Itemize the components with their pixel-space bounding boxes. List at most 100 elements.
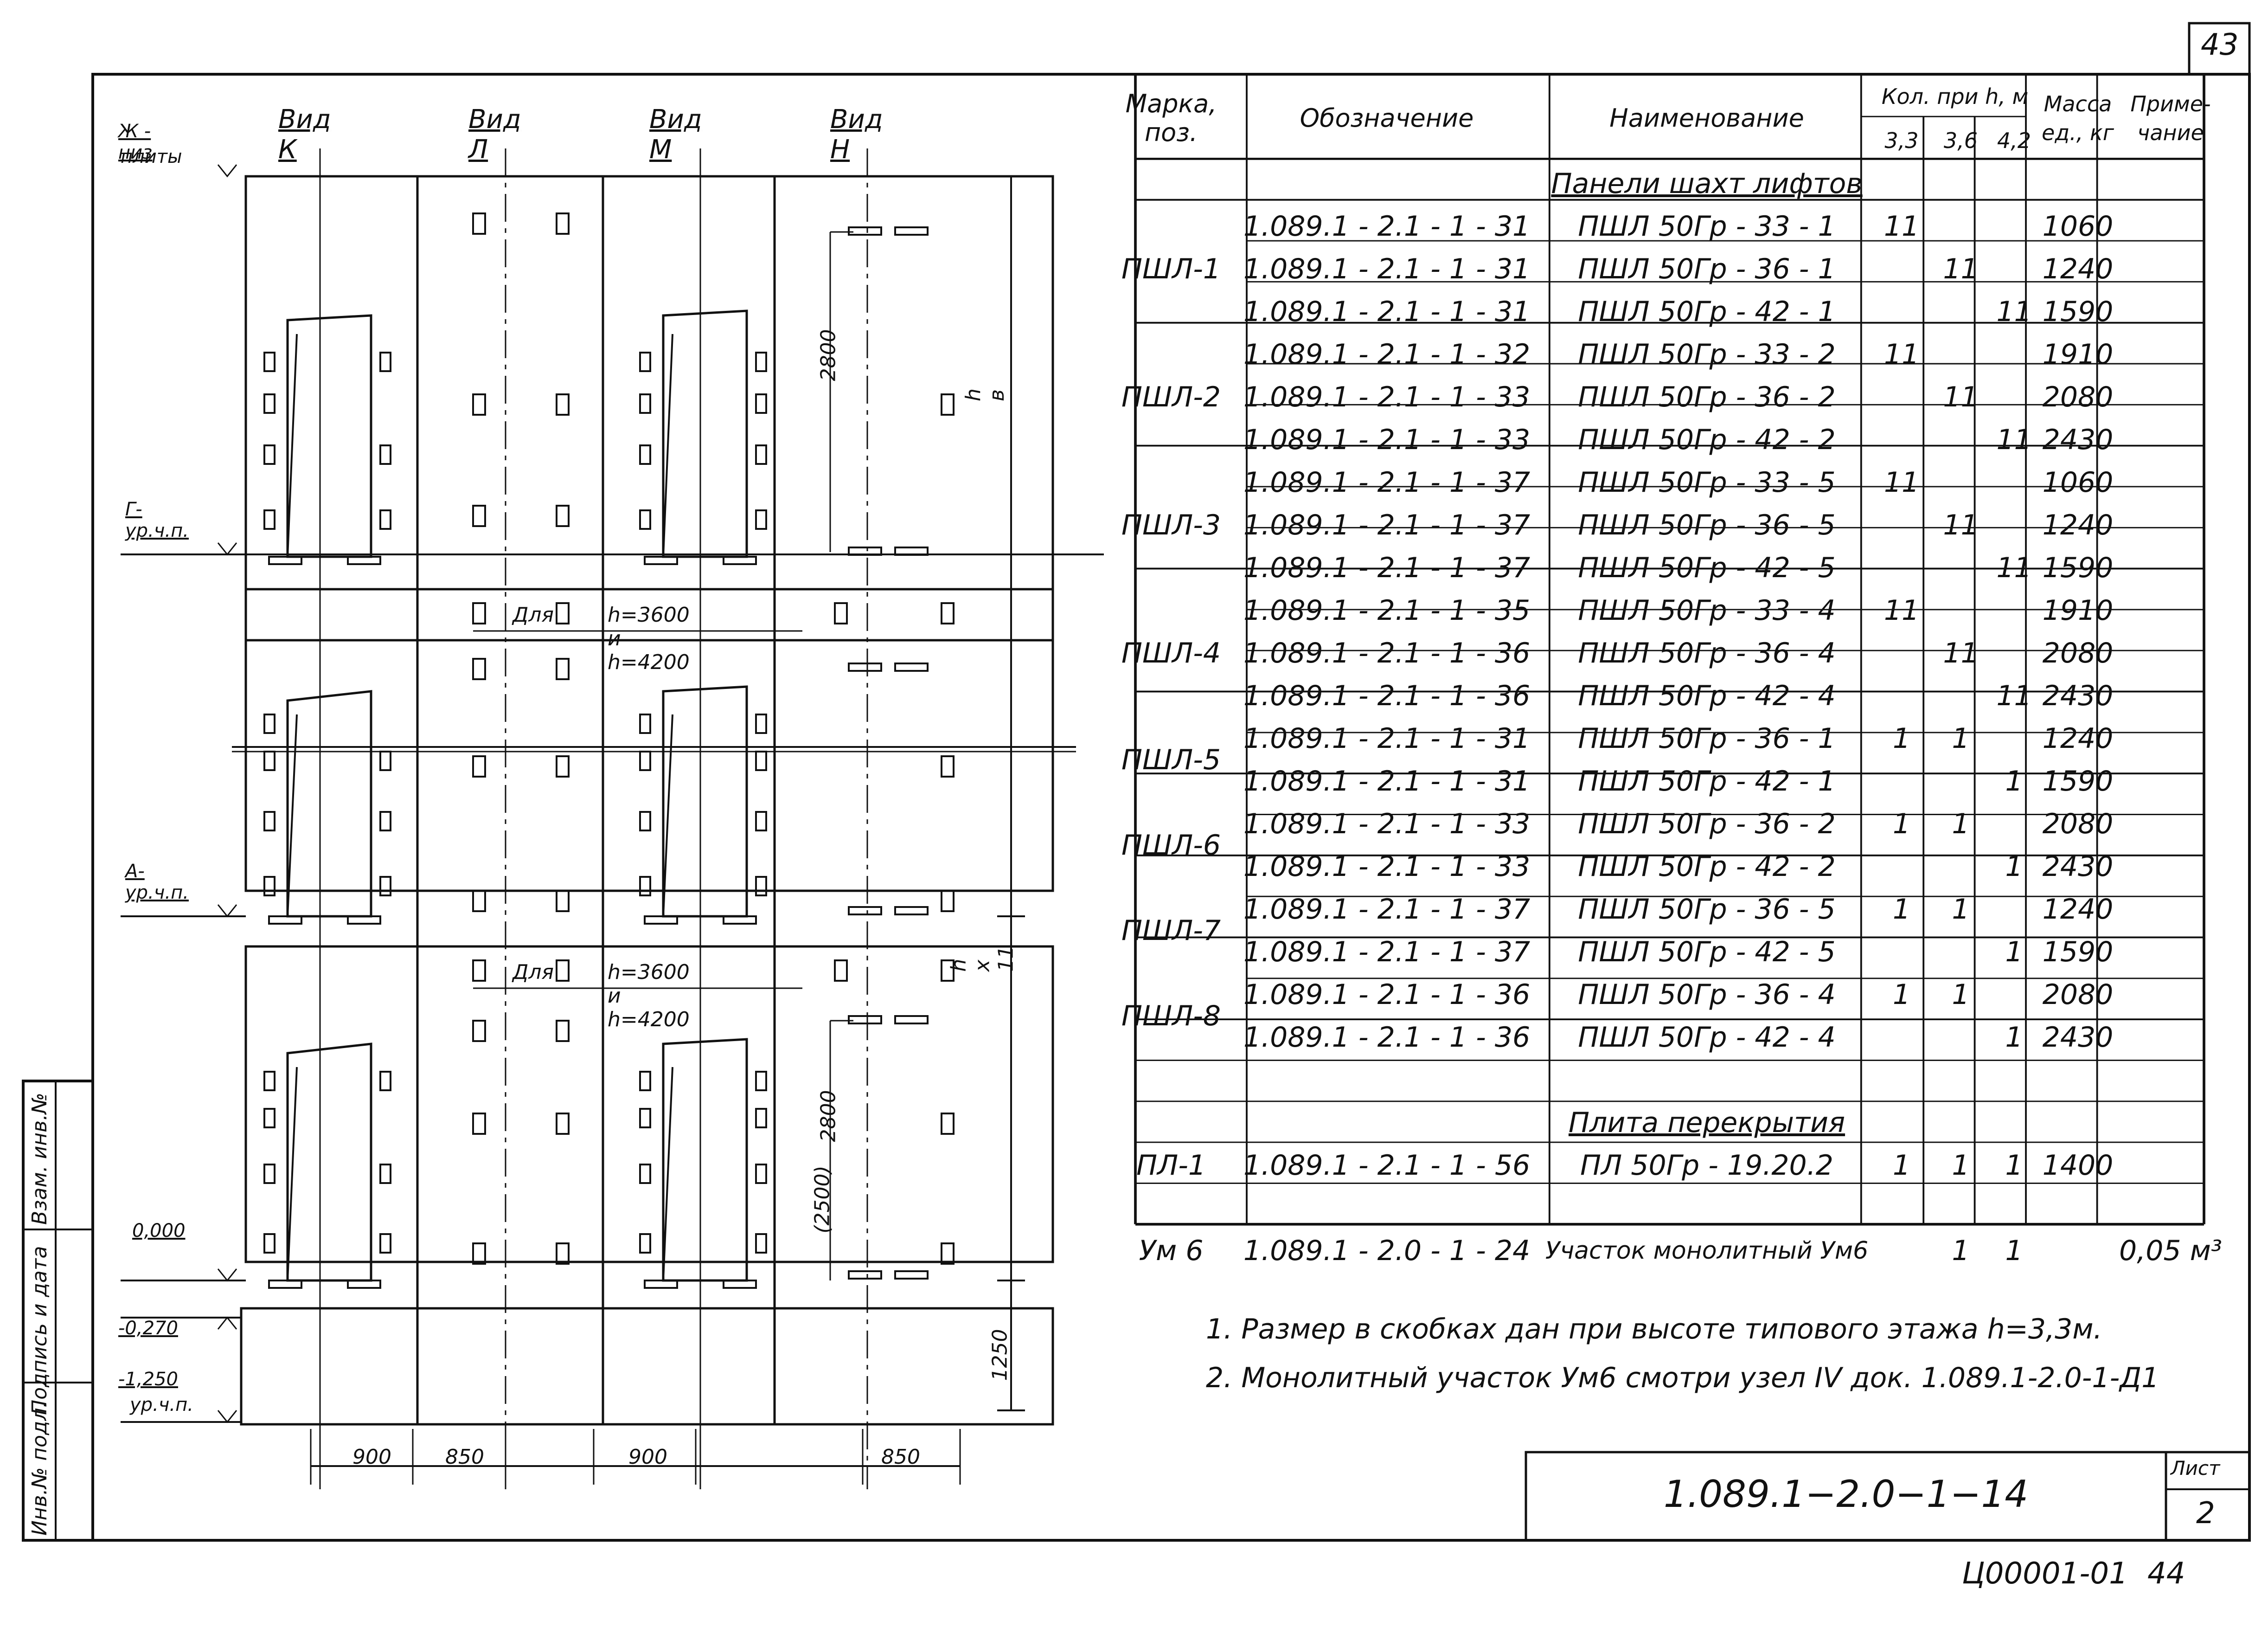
section-title-panels: Панели шахт лифтов	[1551, 167, 1863, 200]
dim-1250: 1250	[988, 1329, 1012, 1381]
row-qty-36: 1	[1952, 893, 1970, 926]
row-name: ПШЛ 50Гр - 33 - 2	[1578, 338, 1836, 371]
row-qty-33	[1869, 1016, 1934, 1059]
row-designation: 1.089.1 - 2.1 - 1 - 37	[1243, 893, 1531, 926]
row-name: ПШЛ 50Гр - 36 - 5	[1578, 509, 1836, 541]
dim-850-a: 850	[445, 1445, 484, 1469]
row-qty-33	[1869, 931, 1934, 973]
note-1: 1. Размер в скобках дан при высоте типов…	[1206, 1313, 2102, 1345]
group-mark: ПШЛ-5	[1121, 744, 1221, 776]
row-designation: 1.089.1 - 2.1 - 1 - 36	[1243, 1021, 1531, 1054]
header-mass: Масса ед., кг	[2042, 91, 2114, 145]
note-h-2: h=3600 и h=4200	[608, 960, 690, 1031]
row-qty-36	[1934, 418, 1987, 461]
elevation-views	[121, 148, 1104, 1489]
row-mass: 2430	[2042, 424, 2114, 456]
row-designation: 1.089.1 - 2.1 - 1 - 32	[1243, 338, 1531, 371]
note-dlya-2: Для	[513, 960, 554, 984]
footer-page: 44	[2147, 1557, 2185, 1591]
row-name: ПШЛ 50Гр - 42 - 4	[1578, 1021, 1836, 1054]
header-designation: Обозначение	[1300, 103, 1474, 133]
row-qty-36	[1934, 205, 1987, 248]
level-label-zero: 0,000	[132, 1220, 186, 1242]
pl-name: ПЛ 50Гр - 19.20.2	[1580, 1149, 1833, 1182]
row-name: ПШЛ 50Гр - 36 - 1	[1578, 722, 1836, 755]
row-qty-33: 11	[1884, 338, 1920, 371]
row-qty-42: 1	[2005, 850, 2023, 883]
row-qty-33: 1	[1892, 893, 1911, 926]
row-designation: 1.089.1 - 2.1 - 1 - 33	[1243, 424, 1531, 456]
row-name: ПШЛ 50Гр - 42 - 1	[1578, 765, 1836, 798]
row-mass: 1060	[2042, 466, 2114, 499]
row-name: ПШЛ 50Гр - 36 - 1	[1578, 253, 1836, 285]
dim-900-b: 900	[628, 1445, 667, 1469]
row-qty-33	[1869, 675, 1934, 717]
row-name: ПШЛ 50Гр - 42 - 5	[1578, 552, 1836, 584]
row-mass: 1240	[2042, 722, 2114, 755]
note-h-1: h=3600 и h=4200	[608, 603, 690, 674]
row-designation: 1.089.1 - 2.1 - 1 - 31	[1243, 765, 1531, 798]
row-qty-33: 1	[1892, 722, 1911, 755]
header-mark: Марка, поз.	[1125, 89, 1217, 147]
row-mass: 1910	[2042, 338, 2114, 371]
row-qty-33	[1869, 418, 1934, 461]
row-designation: 1.089.1 - 2.1 - 1 - 31	[1243, 253, 1531, 285]
note-2: 2. Монолитный участок Ум6 смотри узел IV…	[1206, 1362, 2159, 1394]
stamp-sheet-value: 2	[2196, 1496, 2215, 1531]
row-designation: 1.089.1 - 2.1 - 1 - 36	[1243, 680, 1531, 712]
row-mass: 2080	[2042, 978, 2114, 1011]
row-qty-42: 11	[1996, 680, 2032, 712]
row-qty-33: 1	[1892, 808, 1911, 840]
row-designation: 1.089.1 - 2.1 - 1 - 37	[1243, 509, 1531, 541]
row-mass: 2080	[2042, 381, 2114, 413]
row-qty-33	[1869, 845, 1934, 888]
level-label-zh: Ж - низ	[118, 121, 153, 163]
row-qty-33: 11	[1884, 466, 1920, 499]
header-qty-33: 3,3	[1884, 128, 1919, 153]
footer-code: Ц00001-01	[1962, 1557, 2128, 1591]
row-mass: 1590	[2042, 936, 2114, 968]
row-qty-36	[1934, 547, 1987, 589]
row-designation: 1.089.1 - 2.1 - 1 - 36	[1243, 978, 1531, 1011]
row-mass: 2430	[2042, 1021, 2114, 1054]
side-label-signature: Подпись и дата	[28, 1246, 51, 1415]
row-designation: 1.089.1 - 2.1 - 1 - 37	[1243, 936, 1531, 968]
dim-900-a: 900	[352, 1445, 391, 1469]
view-m-label: Вид М	[649, 104, 702, 165]
row-name: ПШЛ 50Гр - 42 - 1	[1578, 296, 1836, 328]
view-k-label: Вид К	[278, 104, 331, 165]
row-qty-42	[1987, 973, 2041, 1016]
row-qty-36	[1934, 589, 1987, 632]
pl-qty-33: 1	[1892, 1149, 1911, 1182]
level-label-urchp: ур.ч.п.	[130, 1394, 193, 1415]
row-designation: 1.089.1 - 2.1 - 1 - 33	[1243, 808, 1531, 840]
view-n-label: Вид Н	[830, 104, 883, 165]
row-qty-42	[1987, 461, 2041, 504]
row-name: ПШЛ 50Гр - 36 - 5	[1578, 893, 1836, 926]
row-qty-33: 1	[1892, 978, 1911, 1011]
row-name: ПШЛ 50Гр - 36 - 2	[1578, 381, 1836, 413]
row-qty-36	[1934, 290, 1987, 333]
row-qty-33	[1869, 760, 1934, 803]
row-qty-42	[1987, 803, 2041, 845]
level-label-a: А-ур.ч.п.	[125, 861, 189, 903]
level-label-plity: плиты	[121, 146, 182, 167]
row-designation: 1.089.1 - 2.1 - 1 - 31	[1243, 296, 1531, 328]
row-qty-36	[1934, 845, 1987, 888]
row-qty-33: 11	[1884, 210, 1920, 243]
row-name: ПШЛ 50Гр - 42 - 4	[1578, 680, 1836, 712]
um-name: Участок монолитный Ум6	[1545, 1237, 1869, 1265]
row-designation: 1.089.1 - 2.1 - 1 - 35	[1243, 594, 1531, 627]
row-name: ПШЛ 50Гр - 42 - 2	[1578, 850, 1836, 883]
sheet-number-top: 43	[2201, 28, 2239, 62]
row-qty-36	[1934, 461, 1987, 504]
header-qty-42: 4,2	[1997, 128, 2031, 153]
pl-mark: ПЛ-1	[1136, 1149, 1206, 1182]
row-qty-36: 1	[1952, 808, 1970, 840]
side-label-vzam: Взам. инв.№	[28, 1093, 51, 1225]
row-qty-42: 11	[1996, 424, 2032, 456]
um-mark: Ум 6	[1139, 1235, 1204, 1267]
row-qty-42	[1987, 632, 2041, 675]
header-qty-36: 3,6	[1943, 128, 1978, 153]
